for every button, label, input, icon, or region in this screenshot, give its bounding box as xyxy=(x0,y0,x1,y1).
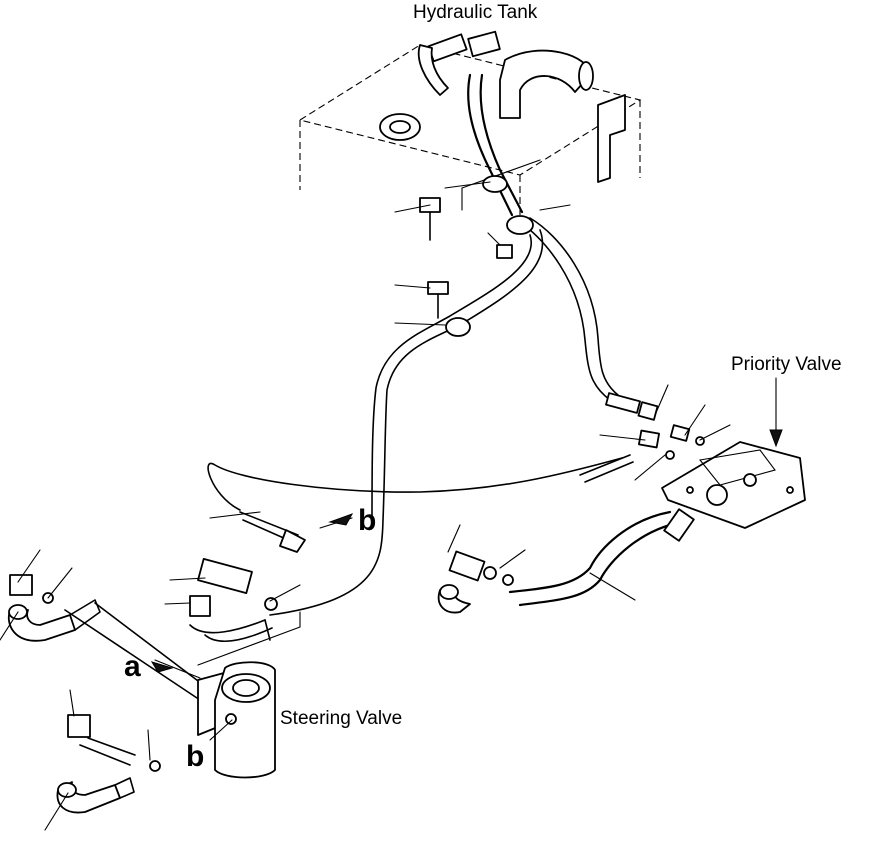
priority-valve-arrow xyxy=(769,377,783,448)
tank-bracket xyxy=(597,94,626,183)
priority-valve-fittings xyxy=(579,392,705,542)
leader-lines xyxy=(0,181,731,831)
bolt-middle xyxy=(427,281,449,319)
return-pipe xyxy=(499,49,591,119)
ref-b-upper-label: b xyxy=(358,504,376,537)
hose-lines xyxy=(64,73,684,701)
steering-valve xyxy=(197,661,276,779)
hydraulic-tank-label: Hydraulic Tank xyxy=(413,2,538,23)
elbow-fitting-left-upper xyxy=(7,574,101,642)
hose-end-left xyxy=(239,511,306,553)
hydraulic-tank xyxy=(298,30,642,215)
nut-upper xyxy=(496,244,513,259)
steering-valve-label: Steering Valve xyxy=(280,708,402,729)
tank-clamp-lower xyxy=(506,215,534,235)
clamp-middle xyxy=(445,317,471,337)
priority-valve xyxy=(661,441,806,529)
priority-valve-label: Priority Valve xyxy=(731,354,842,375)
ref-a-arrow xyxy=(150,661,174,673)
elbow-fitting-right xyxy=(437,550,514,614)
bolt-upper xyxy=(419,197,441,241)
tank-clamp-upper xyxy=(482,175,508,193)
ref-b-arrow xyxy=(328,513,354,526)
elbow-fitting-left-lower xyxy=(56,714,161,814)
ref-b-lower-label: b xyxy=(186,740,204,773)
steering-fitting-upper xyxy=(189,558,278,642)
